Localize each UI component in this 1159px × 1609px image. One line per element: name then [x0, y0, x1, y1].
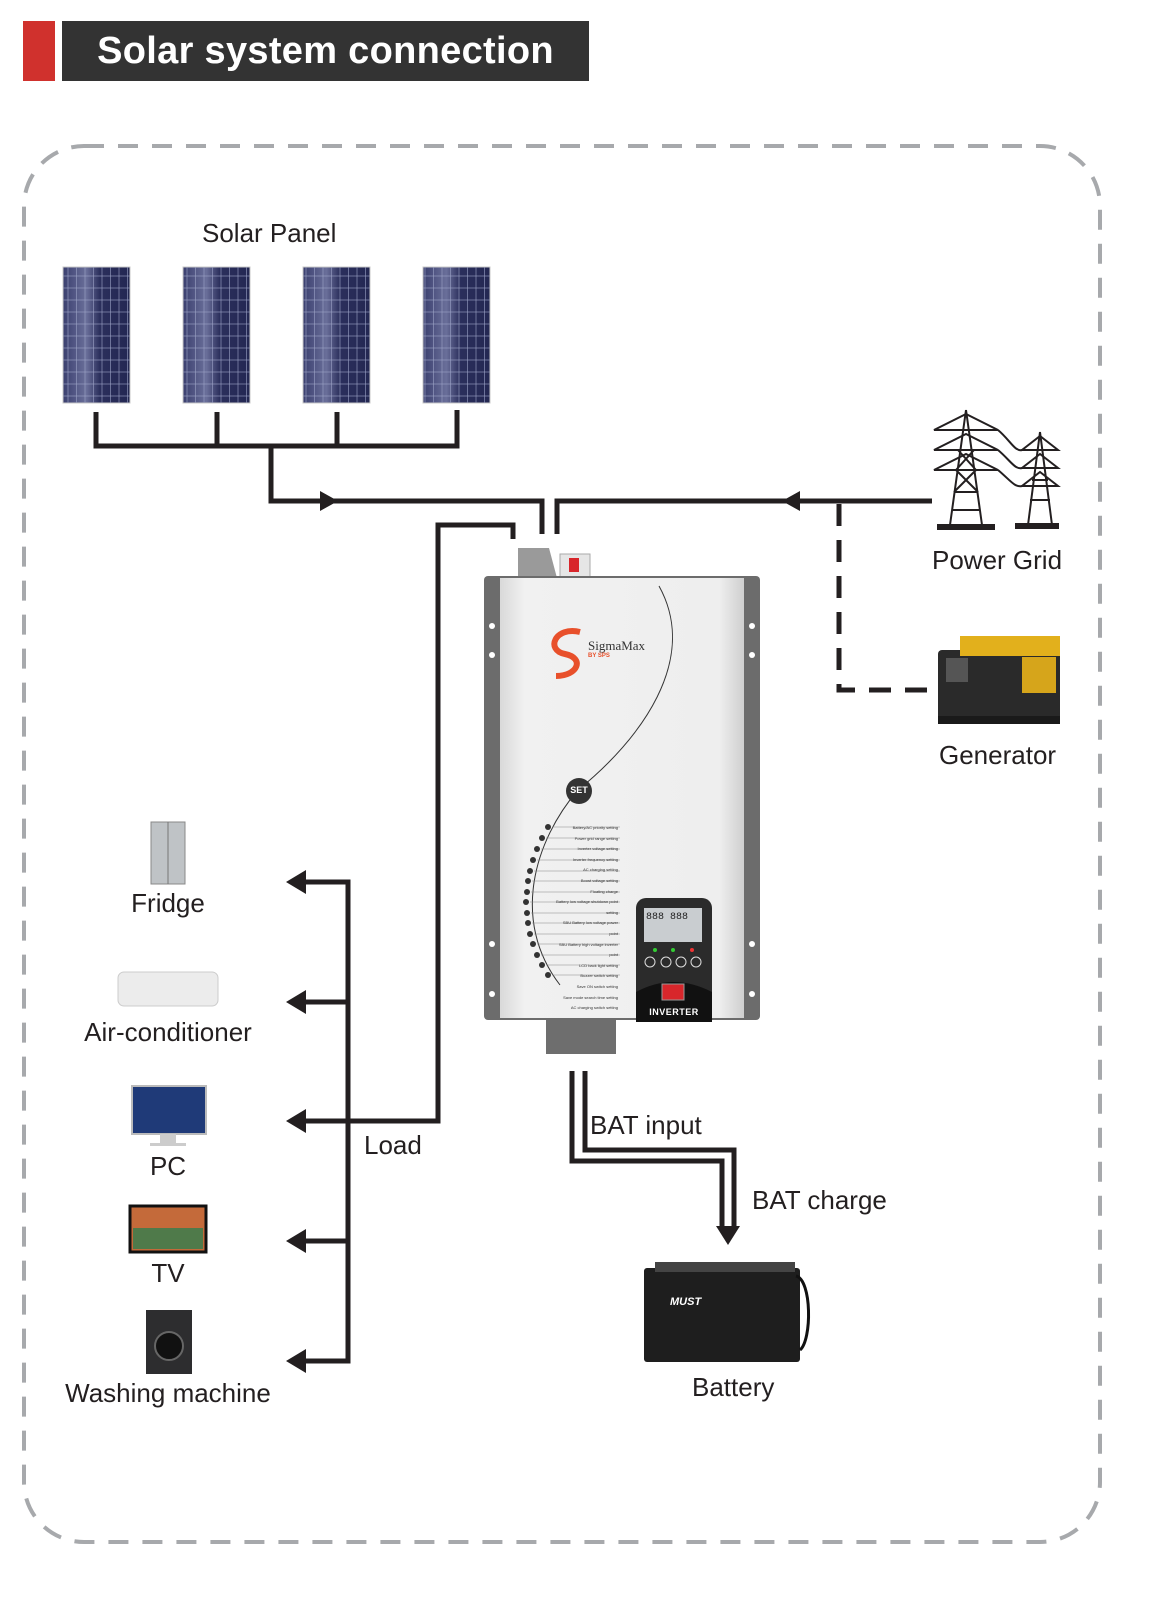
bat-charge-label: BAT charge	[752, 1185, 887, 1215]
battery-icon	[644, 1262, 810, 1362]
system-frame	[22, 144, 1102, 1544]
solar-panel-label: Solar Panel	[202, 218, 337, 248]
load-arrow-tv	[286, 1229, 306, 1253]
solar-panel-icon	[182, 266, 251, 404]
load-label-pc: PC	[149, 1151, 187, 1181]
solar-panel-icon	[62, 266, 131, 404]
header-accent	[23, 21, 55, 81]
grid-flow-arrow	[782, 491, 800, 511]
load-arrow-washer	[286, 1349, 306, 1373]
power-grid-icon	[933, 409, 1061, 530]
set-button	[566, 778, 592, 804]
solar-panel-icon	[422, 266, 491, 404]
load-label-air-conditioner: Air-conditioner	[84, 1017, 252, 1047]
pc-icon	[131, 1085, 207, 1146]
battery-arrow	[716, 1226, 740, 1245]
inverter-settings-list: Battery/AC priority setting Power grid r…	[556, 825, 618, 1011]
down-button	[675, 956, 687, 968]
bat-charge-wire	[582, 1071, 737, 1228]
inverter-nameplate: INVERTER	[649, 1007, 699, 1017]
load-label: Load	[364, 1130, 422, 1160]
inverter-lcd	[644, 908, 702, 942]
enter-button	[690, 956, 702, 968]
battery-brand: MUST	[670, 1296, 702, 1308]
washing-machine-icon	[146, 1310, 192, 1374]
generator-label: Generator	[939, 740, 1057, 770]
load-arrow-ac	[286, 990, 306, 1014]
load-label-washing-machine: Washing machine	[65, 1378, 271, 1408]
bat-input-wire	[569, 1071, 725, 1228]
power-grid-label: Power Grid	[932, 545, 1063, 575]
load-arrow-fridge	[286, 870, 306, 894]
up-button	[660, 956, 672, 968]
solar-panel-array	[62, 266, 491, 404]
bat-input-label: BAT input	[590, 1110, 702, 1140]
battery-label: Battery	[692, 1372, 775, 1402]
grid-to-inverter-wire	[554, 498, 932, 534]
load-label-fridge: Fridge	[131, 888, 205, 918]
sigmamax-logo-icon	[551, 628, 581, 679]
load-bus-wire	[298, 879, 351, 1364]
generator-to-grid-wire	[836, 504, 932, 693]
load-arrow-pc	[286, 1109, 306, 1133]
solar-panel-icon	[302, 266, 371, 404]
inverter-brand: SigmaMax	[588, 638, 646, 653]
air-conditioner-icon	[117, 971, 219, 1007]
solar-combiner-wire	[93, 410, 460, 449]
power-switch	[661, 983, 685, 1001]
solar-to-inverter-wire	[268, 446, 545, 534]
solar-flow-arrow	[320, 491, 338, 511]
inverter-device	[484, 548, 760, 1054]
inverter-brand-sub: BY SPS	[588, 653, 610, 659]
page-title: Solar system connection	[97, 30, 554, 72]
generator-icon	[938, 636, 1060, 724]
tv-icon	[128, 1204, 208, 1254]
inverter-lcd-readout: 888 888	[646, 912, 689, 923]
menu-button	[644, 956, 656, 968]
load-label-tv: TV	[151, 1258, 185, 1288]
fridge-icon	[150, 821, 186, 885]
set-button-label: SET	[570, 785, 588, 795]
header-bar	[62, 21, 589, 81]
inverter-load-wire	[298, 522, 516, 1124]
